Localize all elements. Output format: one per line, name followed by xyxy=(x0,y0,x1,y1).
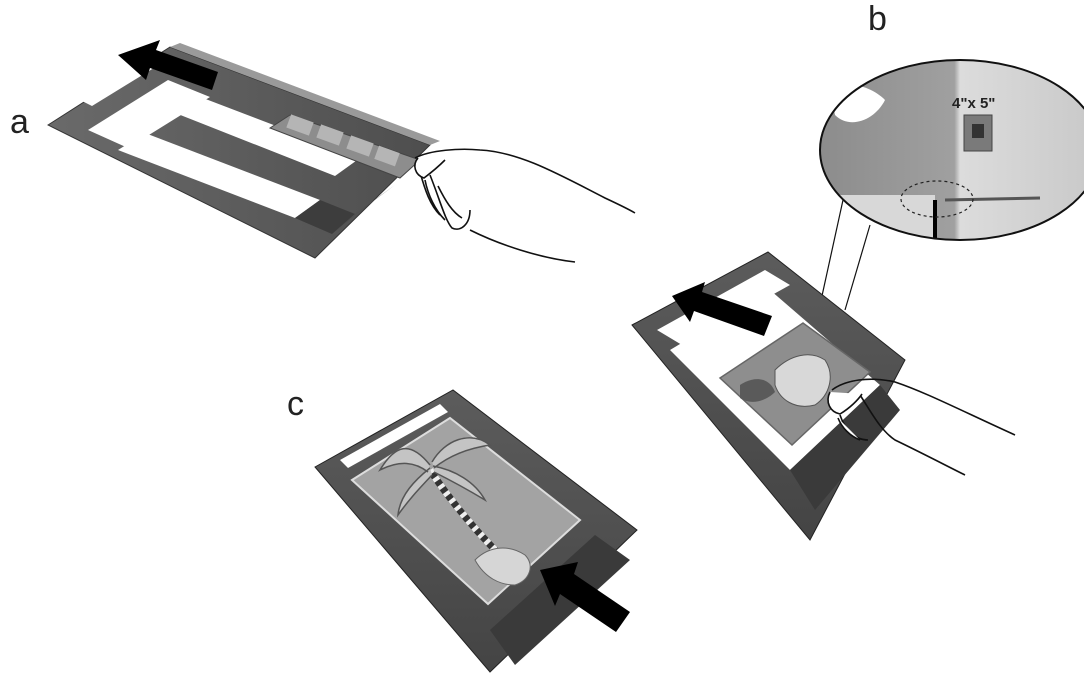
panel-label-b: b xyxy=(868,0,887,38)
photo-c-palm-trunk-stripes xyxy=(427,468,503,558)
hand-b-fingers xyxy=(827,391,863,441)
photo-c-ground xyxy=(474,547,531,586)
film-frame-a-2 xyxy=(316,124,344,146)
insert-arrow-c xyxy=(540,562,630,632)
insert-arrow-b xyxy=(672,282,772,336)
panel-label-a: a xyxy=(10,103,29,141)
film-frame-a-3 xyxy=(346,135,374,157)
highlight-ellipse xyxy=(900,180,974,218)
insert-arrow-a xyxy=(118,40,218,90)
panel-label-c: c xyxy=(287,385,304,423)
holder-c-lower xyxy=(490,535,630,665)
zoom-pointer-line-2 xyxy=(844,224,871,311)
holder-c-window-top xyxy=(340,404,448,468)
photo-b-cat xyxy=(774,354,831,407)
holder-lower-a xyxy=(295,200,355,234)
window-strip-a-3 xyxy=(118,133,320,218)
window-strip-a-2 xyxy=(155,90,360,176)
photo-c-palm-leaves xyxy=(378,437,492,518)
hand-a xyxy=(414,148,636,263)
zoom-circle-outline xyxy=(819,59,1084,241)
holder-edge-a xyxy=(170,43,440,145)
panel-b: b 4"x 5" xyxy=(631,0,1084,541)
hand-a-fingers xyxy=(414,157,463,221)
panel-c: c xyxy=(287,385,638,673)
photo-b-shadow xyxy=(740,379,775,402)
panel-a: a xyxy=(10,40,636,263)
size-label-4x5: 4"x 5" xyxy=(952,95,995,112)
film-frame-a-4 xyxy=(374,145,400,167)
zoom-pointer-line-1 xyxy=(819,199,844,306)
holder-b-lower xyxy=(790,385,900,510)
film-frame-a-1 xyxy=(286,114,314,136)
